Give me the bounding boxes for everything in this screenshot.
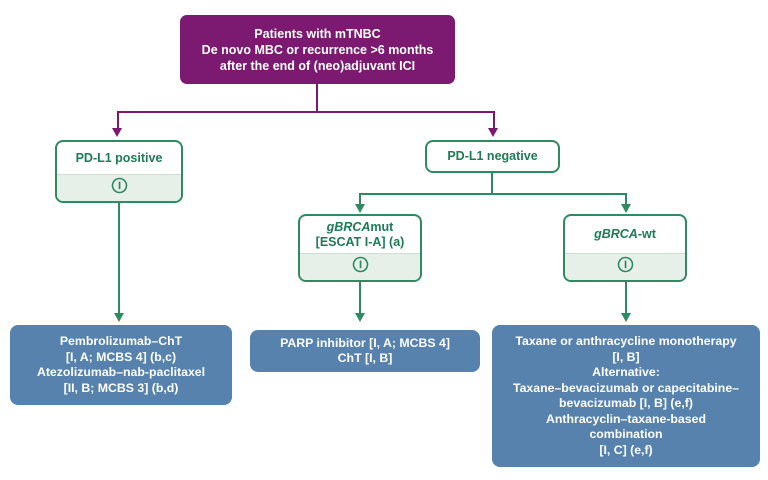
connector-to-pdl1-negative [493, 111, 496, 130]
treatment-line: [I, C] (e,f) [599, 442, 653, 457]
gbrca-wt-line-1: gBRCA-wt [594, 227, 656, 242]
treatment-line: [I, B] [612, 349, 640, 364]
gbrca-mut-gene: gBRCA [326, 219, 371, 234]
treatment-line: Atezolizumab–nab-paclitaxel [36, 365, 206, 379]
info-icon[interactable] [617, 256, 634, 278]
connector-gbrca-mut-to-treatment [359, 282, 362, 315]
treatment-line: Taxane–bevacizumab or capecitabine– [513, 380, 739, 395]
connector-to-pdl1-positive [117, 111, 120, 130]
connector-to-gbrca-wt [625, 193, 628, 206]
arrowhead-gbrca-mut-treatment [354, 313, 365, 322]
connector-to-gbrca-mut [359, 193, 362, 206]
gbrca-mut-label: gBRCAmut [ESCAT I-A] (a) [300, 216, 420, 253]
node-pdl1-positive: PD-L1 positive [55, 140, 183, 203]
info-icon[interactable] [111, 177, 128, 199]
gbrca-mut-line-2: [ESCAT I-A] (a) [315, 234, 405, 249]
gbrca-mut-suffix: mut [370, 219, 394, 234]
connector-root-stem [316, 84, 319, 113]
root-node-patients-mtnbc: Patients with mTNBC De novo MBC or recur… [180, 15, 455, 84]
arrowhead-pdl1-positive-treatment [113, 313, 124, 322]
arrowhead-gbrca-mut [354, 204, 365, 213]
pdl1-negative-label: PD-L1 negative [447, 149, 538, 163]
arrowhead-gbrca-wt-treatment [620, 313, 631, 322]
treatment-gbrca-mut: PARP inhibitor [I, A; MCBS 4] ChT [I, B] [250, 330, 480, 372]
root-line-3: after the end of (neo)adjuvant ICI [219, 58, 416, 73]
gbrca-mut-info-row [300, 253, 420, 280]
root-line-2: De novo MBC or recurrence >6 months [201, 42, 434, 57]
treatment-gbrca-wt: Taxane or anthracycline monotherapy [I, … [492, 325, 760, 467]
node-gbrca-wt: gBRCA-wt [563, 214, 687, 282]
arrowhead-gbrca-wt [620, 204, 631, 213]
info-icon[interactable] [352, 256, 369, 278]
gbrca-mut-line-1: gBRCAmut [327, 220, 394, 235]
treatment-line: Taxane or anthracycline monotherapy [515, 334, 737, 348]
connector-pdl1-negative-stem [491, 173, 494, 195]
treatment-pdl1-positive: Pembrolizumab–ChT [I, A; MCBS 4] (b,c) A… [10, 325, 232, 405]
gbrca-wt-gene: gBRCA [594, 227, 638, 241]
pdl1-positive-info-row [57, 174, 181, 201]
arrowhead-pdl1-negative [488, 128, 498, 137]
arrowhead-pdl1-positive [112, 128, 122, 137]
treatment-line: Anthracyclin–taxane-based [546, 411, 706, 426]
treatment-line: combination [589, 427, 663, 441]
treatment-line: PARP inhibitor [I, A; MCBS 4] [280, 335, 450, 350]
root-line-1: Patients with mTNBC [254, 26, 381, 41]
treatment-line: Pembrolizumab–ChT [59, 334, 183, 348]
connector-pdl1-positive-to-treatment [118, 203, 121, 315]
connector-pdl1-negative-split-bar [359, 193, 626, 196]
pdl1-positive-label: PD-L1 positive [75, 150, 163, 165]
treatment-line: [I, A; MCBS 4] (b,c) [65, 349, 177, 364]
treatment-line: bevacizumab [I, B] (e,f) [559, 396, 693, 410]
treatment-line: ChT [I, B] [337, 351, 393, 365]
gbrca-wt-label: gBRCA-wt [565, 216, 685, 253]
treatment-line: Alternative: [592, 365, 660, 379]
gbrca-wt-info-row [565, 253, 685, 280]
connector-root-split-bar [117, 111, 495, 114]
node-gbrca-mut: gBRCAmut [ESCAT I-A] (a) [298, 214, 422, 282]
node-pdl1-negative: PD-L1 negative [425, 140, 560, 173]
treatment-line: [II, B; MCBS 3] (b,d) [63, 380, 179, 395]
connector-gbrca-wt-to-treatment [625, 282, 628, 315]
gbrca-wt-suffix: -wt [637, 227, 656, 241]
